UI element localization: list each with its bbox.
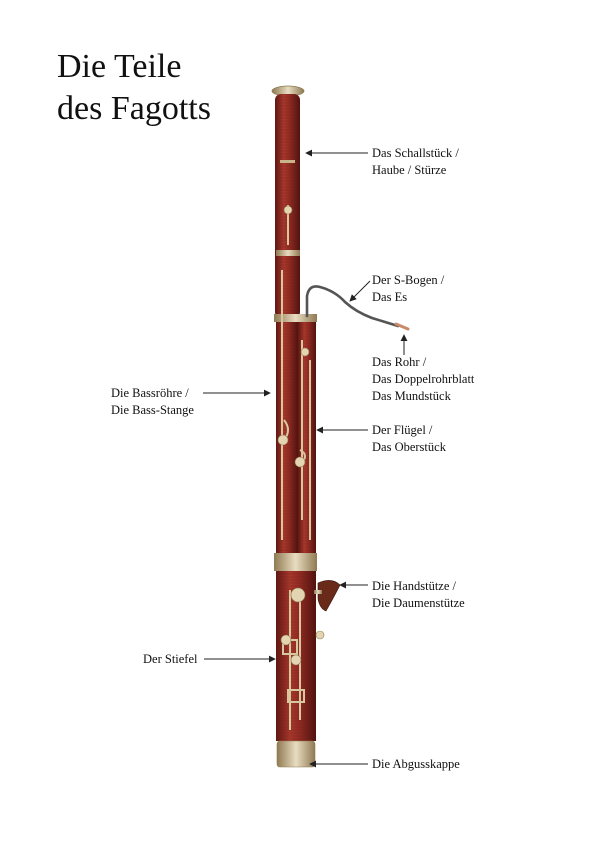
hand-rest: [317, 580, 341, 612]
pointer-lines: [203, 149, 408, 768]
label-stiefel: Der Stiefel: [143, 652, 198, 666]
title-line-2: des Fagotts: [57, 90, 211, 127]
title-line-1: Die Teile: [57, 48, 182, 85]
label-handstuetze: Die Handstütze / Die Daumenstütze: [372, 579, 465, 610]
label-schallstueck: Das Schallstück / Haube / Stürze: [372, 146, 459, 177]
label-abgusskappe: Die Abgusskappe: [372, 757, 460, 771]
label-fluegel: Der Flügel / Das Oberstück: [372, 423, 446, 454]
butt-cap: [276, 740, 316, 768]
reed: [394, 322, 410, 331]
label-s-bogen: Der S-Bogen / Das Es: [372, 273, 445, 304]
label-rohr: Das Rohr / Das Doppelrohrblatt Das Munds…: [372, 355, 475, 403]
bassoon: [271, 85, 410, 768]
boot-ring: [274, 553, 317, 571]
bocal: [305, 285, 400, 328]
pointer-s-bogen: [349, 280, 371, 302]
keywork: [281, 205, 311, 730]
label-bassroehre: Die Bassröhre / Die Bass-Stange: [111, 386, 194, 417]
